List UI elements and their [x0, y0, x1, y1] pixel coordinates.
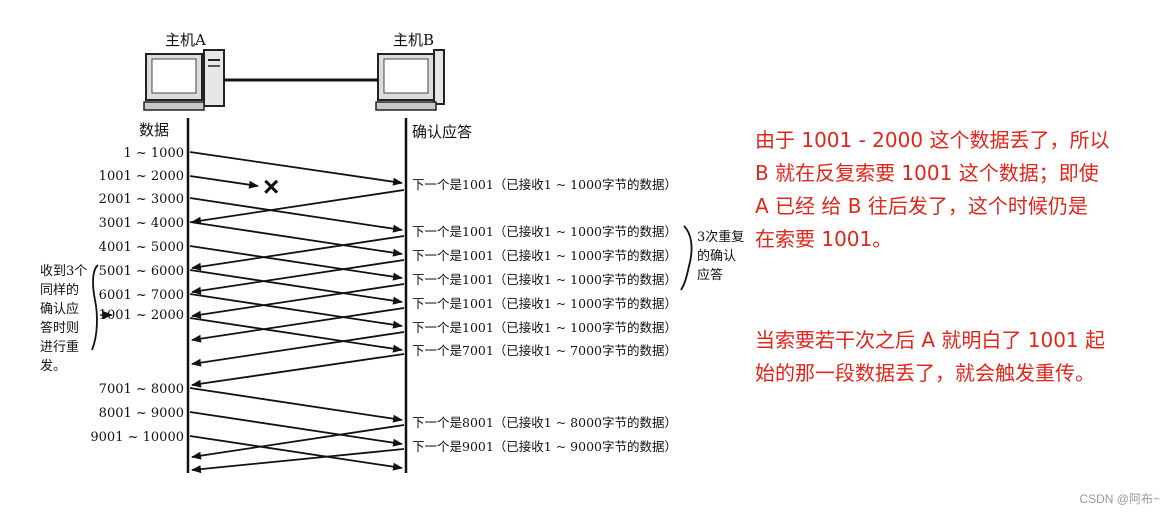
ack-label: 下一个是9001（已接收1 ~ 9000字节的数据）: [412, 439, 677, 454]
ack-arrow: [191, 424, 405, 460]
segment-label: 3001 ~ 4000: [99, 216, 184, 231]
retransmit-annotation-line: 发。: [40, 358, 66, 374]
dup-ack-annotation-line: 应答: [697, 267, 723, 283]
ack-arrow: [191, 235, 405, 271]
ack-label: 下一个是1001（已接收1 ~ 1000字节的数据）: [412, 177, 677, 192]
note-line: A 已经 给 B 往后发了，这个时候仍是: [755, 194, 1088, 218]
retransmit-bracket: [91, 264, 99, 351]
explanation-note-lost-segment: 由于 1001 - 2000 这个数据丢了，所以 B 就在反复索要 1001 这…: [755, 124, 1160, 256]
segment-label: 9001 ~ 10000: [90, 430, 184, 445]
segment-label: 8001 ~ 9000: [99, 406, 184, 421]
ack-arrow: [191, 331, 405, 367]
ack-label: 下一个是1001（已接收1 ~ 1000字节的数据）: [412, 224, 677, 239]
dup-ack-annotation-line: 的确认: [697, 248, 736, 264]
ack-label: 下一个是7001（已接收1 ~ 7000字节的数据）: [412, 343, 677, 358]
ack-label: 下一个是1001（已接收1 ~ 1000字节的数据）: [412, 320, 677, 335]
ack-label: 下一个是8001（已接收1 ~ 8000字节的数据）: [412, 415, 677, 430]
explanation-note-retransmit: 当索要若干次之后 A 就明白了 1001 起 始的那一段数据丢了，就会触发重传。: [755, 324, 1160, 390]
host-a-computer-icon: [143, 49, 225, 111]
segment-label: 1001 ~ 2000: [99, 308, 184, 323]
data-arrow-4001-5000: [189, 245, 403, 281]
data-arrow-2001-3000: [189, 197, 403, 233]
host-b-label: 主机B: [393, 31, 434, 49]
packet-lost-x-icon: ×: [263, 171, 279, 202]
ack-label: 下一个是1001（已接收1 ~ 1000字节的数据）: [412, 248, 677, 263]
csdn-watermark: CSDN @阿布~: [1079, 492, 1160, 506]
ack-arrow: [191, 353, 405, 388]
note-line: 由于 1001 - 2000 这个数据丢了，所以: [755, 128, 1110, 152]
ack-arrow: [191, 307, 405, 343]
segment-label: 4001 ~ 5000: [99, 240, 184, 255]
ack-arrow: [191, 259, 405, 295]
note-line: 始的那一段数据丢了，就会触发重传。: [755, 361, 1095, 385]
data-arrow-3001-4000: [189, 221, 403, 257]
data-arrow-1001-2000-retransmit: [189, 317, 403, 353]
host-b-computer-icon: [375, 49, 445, 111]
data-column-header: 数据: [139, 121, 169, 139]
data-arrow-9001-10000: [189, 435, 403, 471]
segment-label: 2001 ~ 3000: [99, 192, 184, 207]
ack-label: 下一个是1001（已接收1 ~ 1000字节的数据）: [412, 272, 677, 287]
note-line: 在索要 1001。: [755, 227, 893, 251]
retransmit-annotation-line: 收到3个: [40, 264, 87, 279]
ack-arrow: [191, 283, 405, 319]
segment-label: 1 ~ 1000: [123, 146, 184, 161]
tcp-fast-retransmit-diagram: 主机A 主机B 数据 确认应答 1 ~ 1000 1001 ~ 2000 200…: [40, 31, 744, 474]
data-arrow-8001-9000: [189, 411, 403, 447]
segment-label: 7001 ~ 8000: [99, 382, 184, 397]
host-a-label: 主机A: [165, 31, 206, 49]
retransmit-annotation-line: 同样的: [40, 282, 79, 298]
retransmit-annotation-line: 进行重: [40, 339, 79, 355]
ack-label: 下一个是1001（已接收1 ~ 1000字节的数据）: [412, 296, 677, 311]
data-arrow-7001-8000: [189, 387, 403, 423]
retransmit-annotation-line: 答时则: [40, 320, 79, 336]
ack-arrow: [191, 189, 405, 225]
segment-label: 6001 ~ 7000: [99, 288, 184, 303]
retransmit-annotation-line: 确认应: [40, 301, 79, 317]
ack-column-header: 确认应答: [412, 123, 472, 141]
dup-ack-bracket: [680, 225, 693, 291]
ack-arrow: [191, 448, 405, 474]
data-arrow-6001-7000: [189, 293, 403, 329]
note-line: B 就在反复索要 1001 这个数据；即使: [755, 161, 1099, 185]
data-arrow-1-1000: [189, 151, 403, 186]
segment-label: 5001 ~ 6000: [99, 264, 184, 279]
note-line: 当索要若干次之后 A 就明白了 1001 起: [755, 328, 1106, 352]
dup-ack-annotation-line: 3次重复: [697, 229, 744, 245]
segment-label: 1001 ~ 2000: [99, 169, 184, 184]
data-arrow-1001-2000-lost: [189, 175, 259, 189]
data-arrow-5001-6000: [189, 269, 403, 305]
